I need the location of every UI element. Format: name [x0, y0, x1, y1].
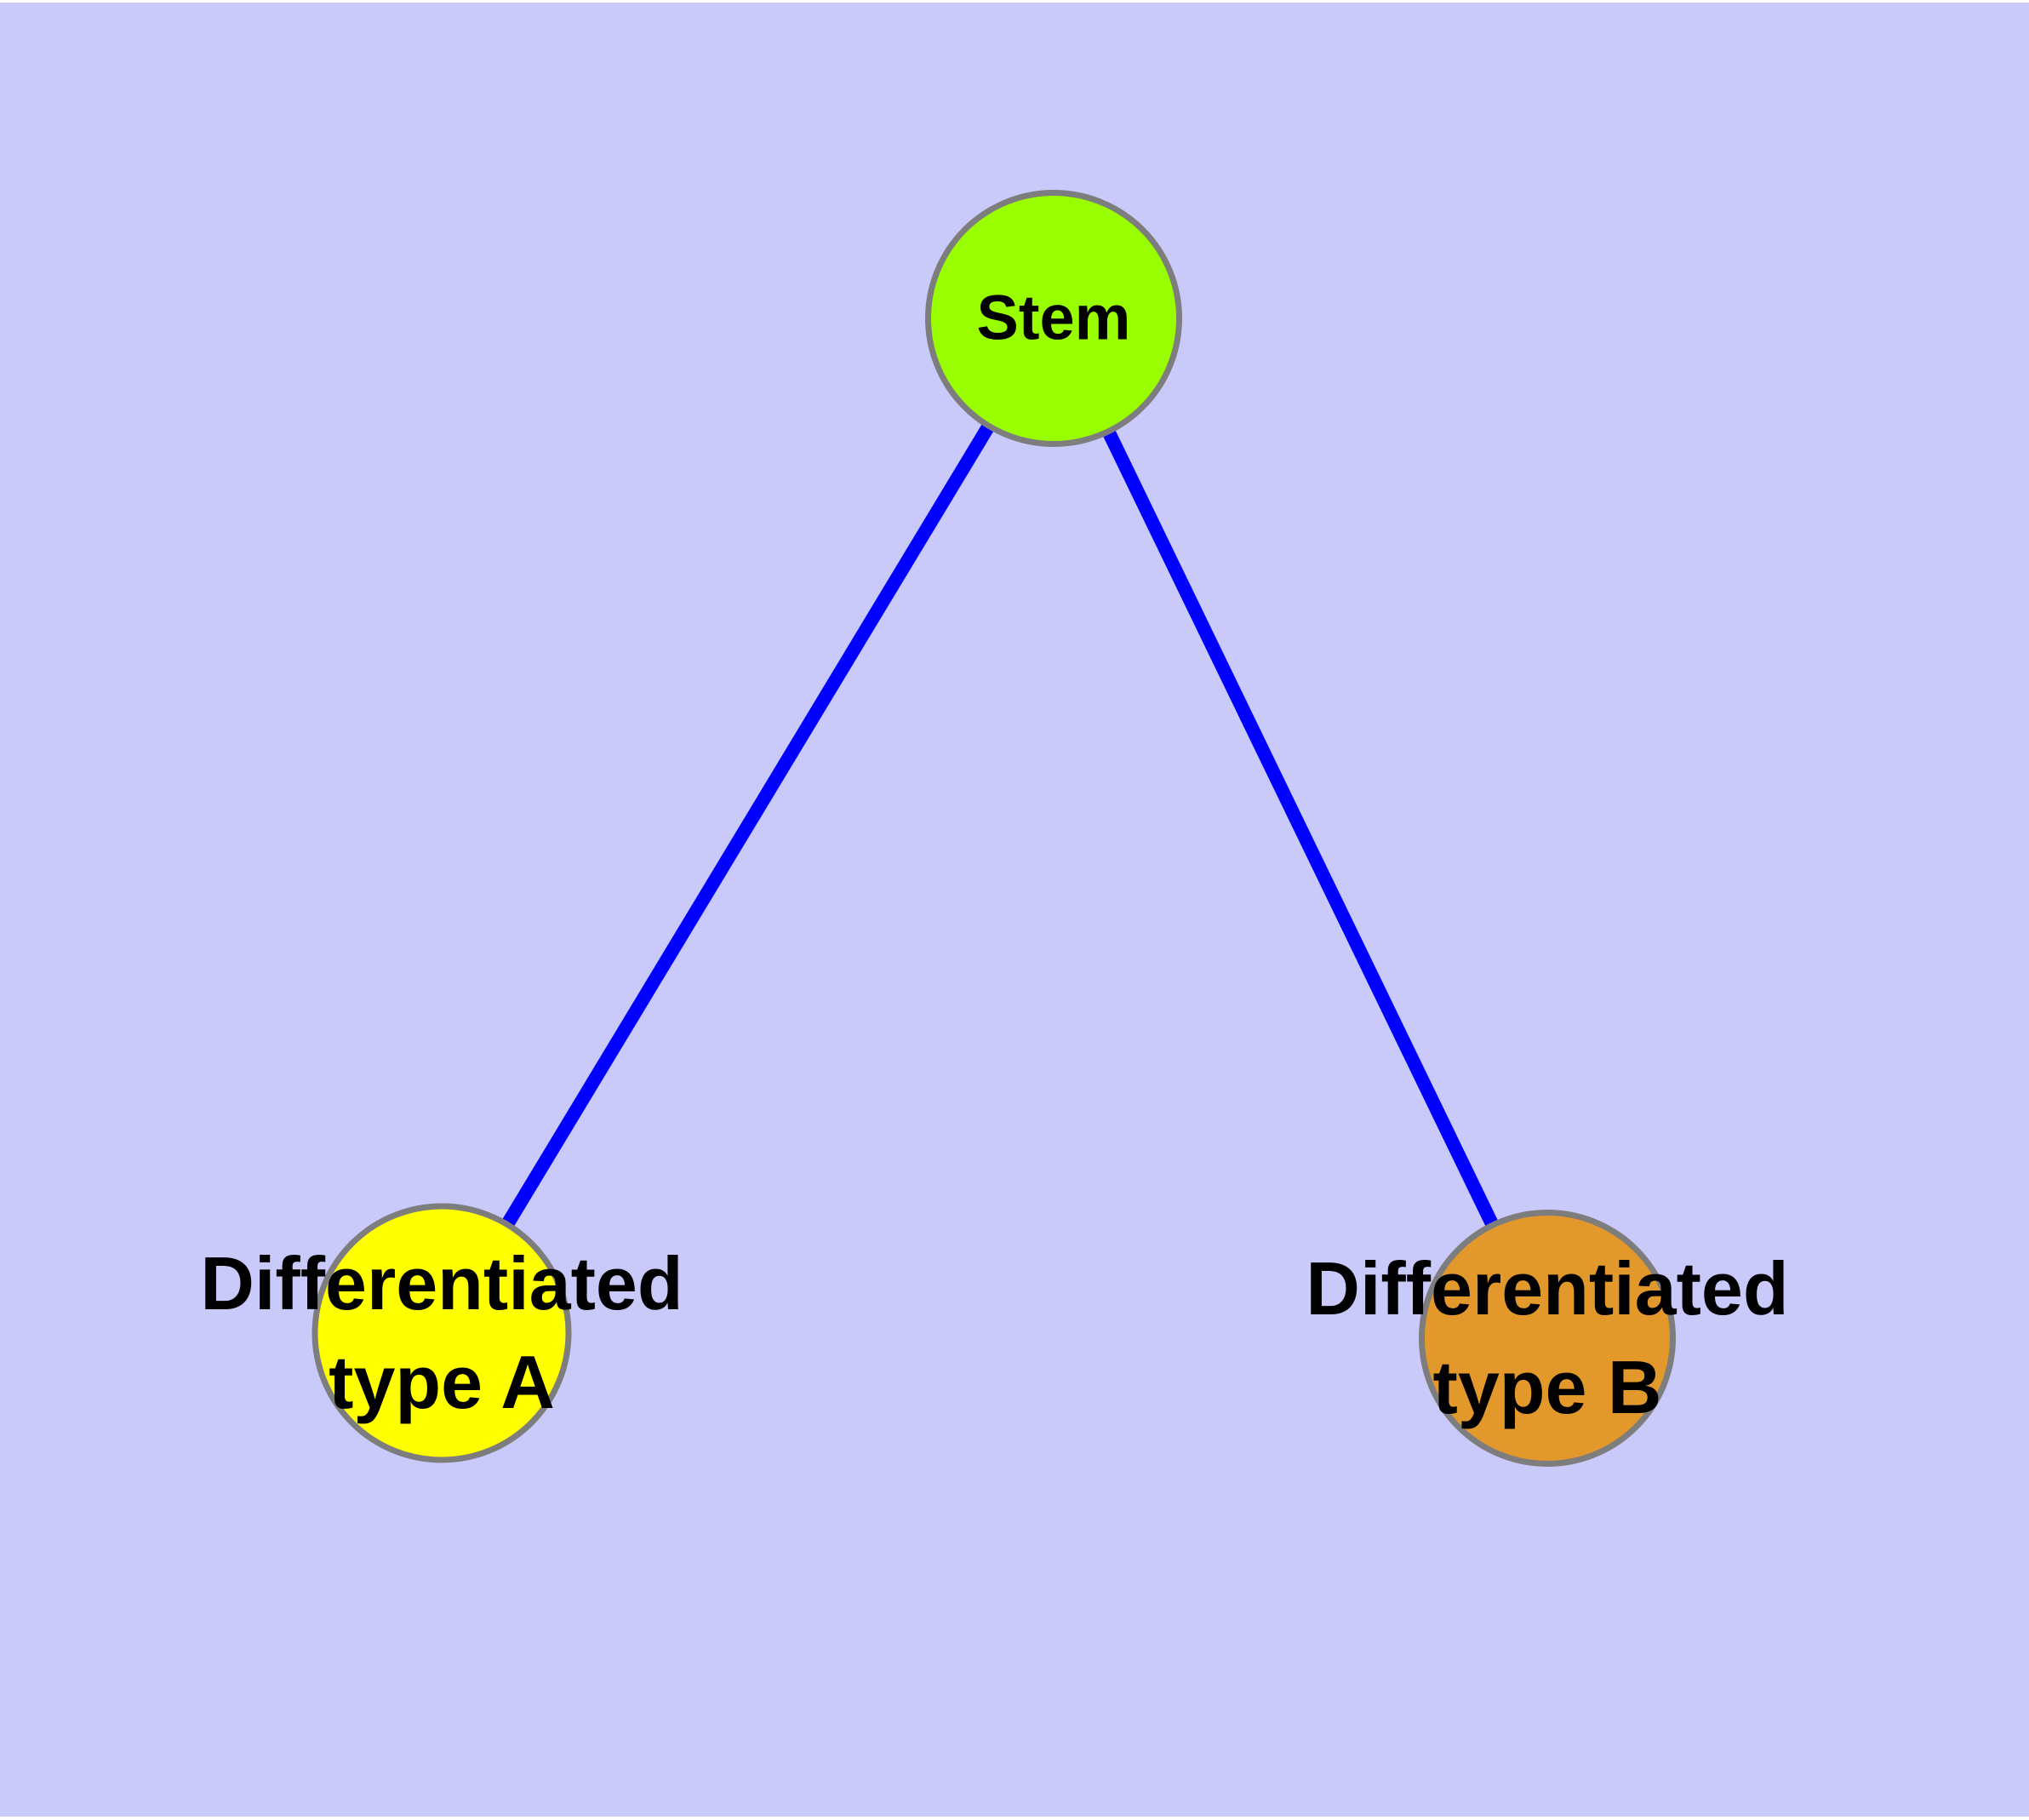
edge-stem-to-type-a	[436, 314, 1060, 1337]
node-differentiated-type-a-label: Differentiated type A	[200, 1240, 683, 1424]
node-differentiated-type-a	[311, 1203, 572, 1463]
edge-stem-to-type-b	[1047, 315, 1554, 1342]
node-differentiated-type-b	[1419, 1210, 1676, 1467]
node-differentiated-type-b-label: Differentiated type B	[1306, 1245, 1789, 1429]
node-stem-label: Stem	[976, 282, 1131, 353]
node-stem	[925, 190, 1182, 447]
